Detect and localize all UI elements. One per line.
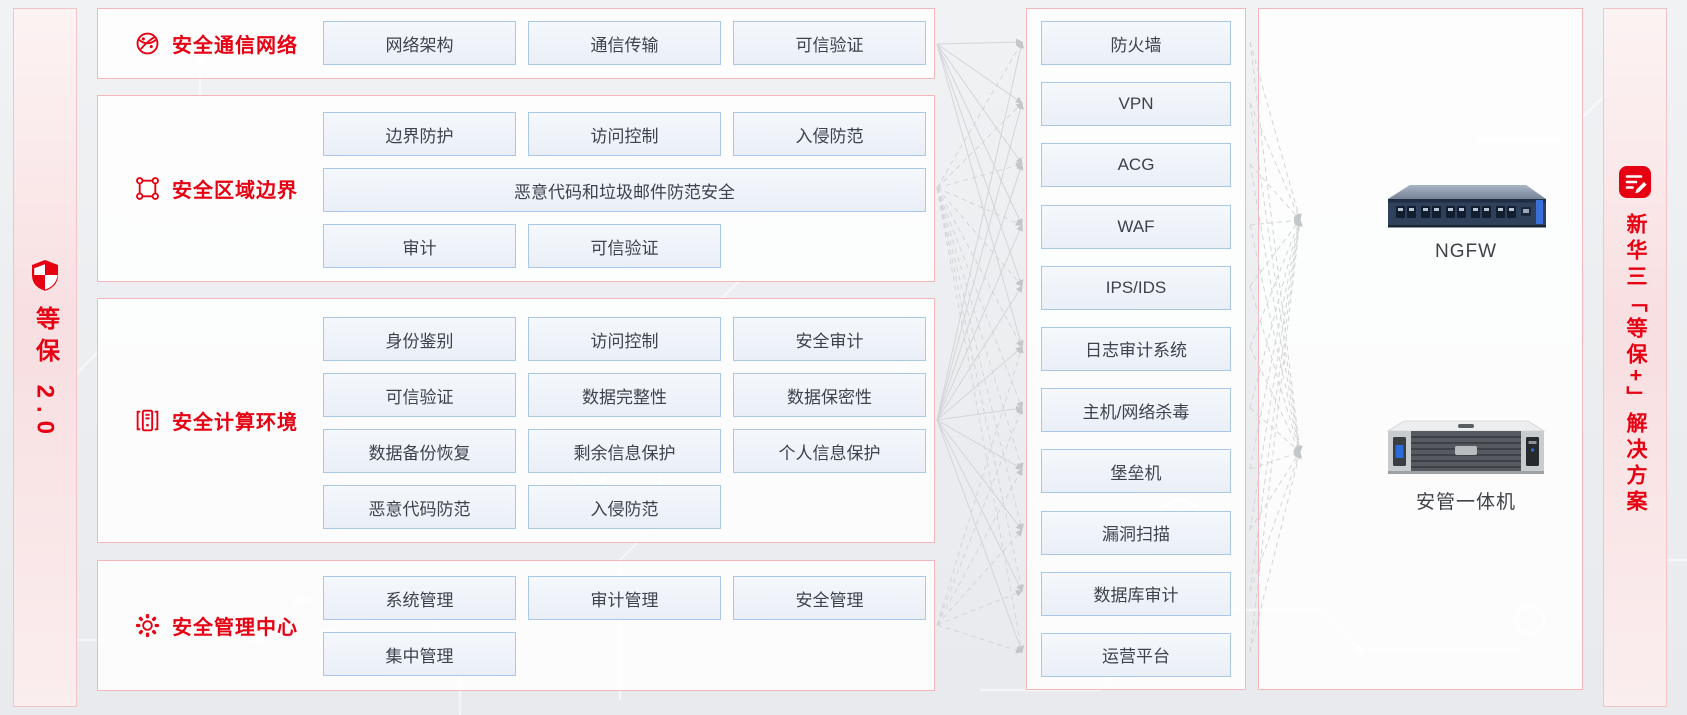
section-boxes: 边界防护 访问控制 入侵防范 恶意代码和垃圾邮件防范安全 审计 可信验证 [323,112,926,268]
product-box: 防火墙 [1041,21,1231,65]
capability-box: 数据保密性 [733,373,926,417]
document-edit-icon [1618,165,1652,199]
ngfw-label: NGFW [1434,241,1498,262]
product-box: ACG [1041,143,1231,188]
shield-icon [30,259,60,292]
capability-box: 安全审计 [733,317,926,361]
capability-box: 数据备份恢复 [323,429,516,473]
capability-box: 入侵防范 [528,485,721,529]
gear-icon [134,612,161,639]
product-box: WAF [1041,204,1231,249]
capability-box: 可信验证 [528,224,721,268]
capability-box: 入侵防范 [733,112,926,156]
section-header: 安全管理中心 [134,561,298,690]
boundary-nodes-icon [134,175,161,202]
section-secure-communication-network: 安全通信网络 网络架构 通信传输 可信验证 [97,8,935,79]
devices-panel: NGFW [1258,8,1583,690]
firewall-appliance-image [1388,185,1546,228]
network-globe-icon [134,30,161,57]
capability-box: 访问控制 [528,112,721,156]
product-box: IPS/IDS [1041,265,1231,310]
capability-box: 恶意代码防范 [323,485,516,529]
section-boxes: 身份鉴别 访问控制 安全审计 可信验证 数据完整性 数据保密性 数据备份恢复 剩… [323,317,926,529]
product-box: 日志审计系统 [1041,326,1231,371]
capability-box: 访问控制 [528,317,721,361]
left-banner-dengbao: 等保 2.0 [13,8,77,707]
security-products-column: 防火墙 VPN ACG WAF IPS/IDS 日志审计系统 主机/网络杀毒 堡… [1026,8,1246,690]
server-brackets-icon [134,407,161,434]
section-security-management-center: 安全管理中心 系统管理 审计管理 安全管理 集中管理 [97,560,935,691]
section-secure-computing-environment: 安全计算环境 身份鉴别 访问控制 安全审计 可信验证 数据完整性 数据保密性 数… [97,298,935,543]
section-header: 安全计算环境 [134,299,298,542]
capability-box: 安全管理 [733,576,926,620]
section-title: 安全通信网络 [172,35,298,57]
section-secure-area-boundary: 安全区域边界 边界防护 访问控制 入侵防范 恶意代码和垃圾邮件防范安全 审计 可… [97,95,935,282]
section-header: 安全通信网络 [134,9,298,78]
section-title: 安全区域边界 [172,180,298,202]
product-box: 数据库审计 [1041,571,1231,616]
section-boxes: 网络架构 通信传输 可信验证 [323,21,926,65]
product-box: 漏洞扫描 [1041,510,1231,555]
product-box: VPN [1041,82,1231,127]
left-banner-label: 等保 2.0 [31,306,59,443]
section-boxes: 系统管理 审计管理 安全管理 集中管理 [323,576,926,676]
right-banner-solution: 新华三「等保+」解决方案 [1603,8,1667,707]
capability-box: 审计管理 [528,576,721,620]
capability-box: 身份鉴别 [323,317,516,361]
security-appliance-label: 安管一体机 [1415,492,1516,513]
product-box: 主机/网络杀毒 [1041,388,1231,433]
section-header: 安全区域边界 [134,96,298,281]
capability-box-wide: 恶意代码和垃圾邮件防范安全 [323,168,926,212]
capability-box: 剩余信息保护 [528,429,721,473]
section-title: 安全管理中心 [172,617,298,639]
ngfw-device: NGFW [1377,179,1555,263]
capability-box: 集中管理 [323,632,516,676]
capability-box: 可信验证 [323,373,516,417]
capability-box: 个人信息保护 [733,429,926,473]
right-banner-label: 新华三「等保+」解决方案 [1624,213,1647,517]
capability-box: 边界防护 [323,112,516,156]
capability-box: 网络架构 [323,21,516,65]
capability-box: 数据完整性 [528,373,721,417]
capability-box: 可信验证 [733,21,926,65]
product-box: 堡垒机 [1041,449,1231,494]
product-box: 运营平台 [1041,632,1231,677]
section-title: 安全计算环境 [172,412,298,434]
rack-server-image [1386,420,1546,474]
capability-box: 通信传输 [528,21,721,65]
capability-box: 系统管理 [323,576,516,620]
capability-box: 审计 [323,224,516,268]
security-management-appliance: 安管一体机 [1377,417,1555,514]
